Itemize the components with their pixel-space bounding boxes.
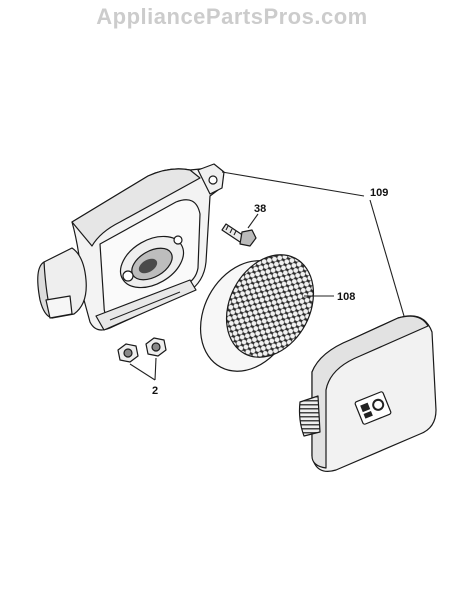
nut-part-2b [145,337,167,357]
leader-109-left [221,171,365,197]
leader-38 [247,213,259,229]
callout-38: 38 [254,203,266,215]
site-watermark: AppliancePartsPros.com [96,4,368,29]
air-cleaner-cover-part-109 [298,315,437,472]
callout-108: 108 [337,291,355,303]
leader-109-right [369,199,405,317]
air-cleaner-base [37,163,225,331]
leader-2a [129,363,156,381]
filter-element-part-108 [199,254,315,372]
callout-2: 2 [152,385,158,397]
leader-2b [154,357,157,381]
callout-109: 109 [370,187,388,199]
bolt-part-38 [221,223,257,247]
nut-part-2a [117,343,139,363]
